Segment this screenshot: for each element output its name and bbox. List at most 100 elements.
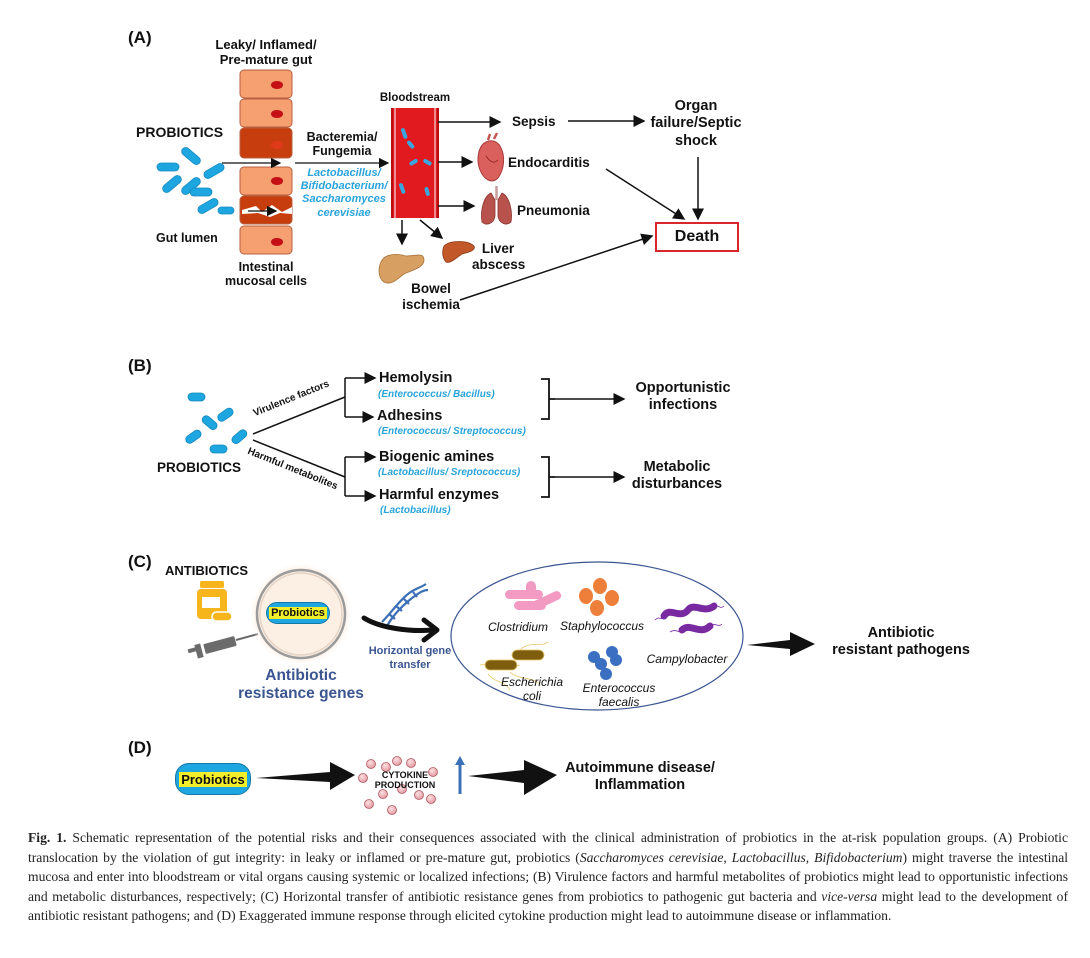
probiotics-pill-d: Probiotics [175, 763, 251, 795]
campylobacter-label: Campylobacter [646, 652, 728, 666]
bowel-ischemia-label: Bowel ischemia [396, 281, 466, 312]
staphylococcus-label: Staphylococcus [559, 619, 645, 633]
bacteremia-line-2: Fungemia [312, 144, 372, 159]
caption-text-3: , [805, 849, 815, 865]
arrow-to-autoimmune [468, 760, 557, 795]
increase-arrow-icon [455, 756, 465, 765]
arrow-to-resistant [747, 632, 815, 656]
hgt-arrowhead [421, 617, 440, 643]
caption-italic-4: vice-versa [821, 888, 878, 904]
species-line-4: cerevisiae [317, 206, 371, 219]
organ-line-2: failure/Septic [650, 115, 742, 132]
liver-abscess-label: Liver abscess [472, 241, 525, 272]
translocating-species: Lactobacillus/ Bifidobacterium/ Saccharo… [296, 167, 392, 220]
death-box: Death [655, 222, 739, 252]
bowel-line-2: ischemia [402, 296, 460, 312]
caption-text-4: ) might traverse the intestinal mucosa a… [28, 849, 1069, 904]
clostridium-icon [505, 581, 562, 610]
hgt-line-1: Horizontal gene [368, 645, 452, 657]
intestinal-cells [239, 69, 293, 255]
resistant-pathogens-label: Antibiotic resistant pathogens [826, 625, 976, 658]
enterococcus-label: Enterococcus faecalis [574, 681, 664, 710]
probiotics-pill-c: Probiotics [266, 602, 330, 624]
caption-text-5: might lead to the development of antibio… [28, 888, 1068, 924]
hemolysin-species: (Enterococcus/ Bacillus) [378, 389, 495, 401]
probiotic-rods-b [185, 392, 248, 454]
metabolic-line-1: Metabolic [643, 459, 711, 475]
probiotics-label-b: PROBIOTICS [157, 460, 242, 475]
mucosal-line-1: Intestinal [238, 260, 294, 274]
caption-italic-3: Bifidobacterium [814, 849, 903, 865]
caption-text-2: , [723, 849, 732, 865]
figure-caption: Fig. 1. Schematic representation of the … [28, 828, 1068, 926]
adhesins-species: (Enterococcus/ Streptococcus) [378, 426, 526, 437]
bowel-line-1: Bowel [411, 281, 451, 296]
cytokine-line-1: CYTOKINE [381, 770, 429, 780]
resistant-line-1: Antibiotic [867, 625, 935, 641]
caption-italic-1: Saccharomyces cerevisiae [579, 849, 724, 865]
arrow-endocarditis-to-death [605, 168, 686, 220]
arg-line-2: resistance genes [238, 685, 364, 703]
pill-bottle-icon [197, 581, 233, 622]
probiotic-rods-a [156, 147, 235, 215]
biogenic-amines-label: Biogenic amines [379, 449, 495, 465]
gut-lumen-label: Gut lumen [156, 231, 218, 245]
metabolic-disturbances-label: Metabolic disturbances [616, 459, 738, 492]
ecoli-line-2: coli [522, 688, 541, 703]
opportunistic-infections-label: Opportunistic infections [624, 380, 742, 413]
caption-text-1: Schematic representation of the potentia… [28, 830, 1068, 865]
clostridium-label: Clostridium [487, 620, 548, 634]
panel-d-label: (D) [128, 738, 152, 757]
ecoli-line-1: Escherichia [500, 675, 564, 689]
cytokine-particles [358, 756, 438, 815]
gut-title-line-1: Leaky/ Inflamed/ [215, 37, 317, 52]
cytokine-line-2: PRODUCTION [374, 780, 436, 791]
dna-icon [381, 583, 429, 629]
cytokine-production-label: CYTOKINE PRODUCTION [368, 770, 442, 791]
adhesins-label: Adhesins [377, 408, 443, 424]
autoimmune-label: Autoimmune disease/ Inflammation [560, 760, 720, 793]
pathogen-ellipse [450, 561, 744, 711]
entero-line-1: Enterococcus [582, 681, 656, 695]
opportunistic-line-1: Opportunistic [635, 380, 731, 396]
mucosal-line-2: mucosal cells [225, 274, 307, 289]
autoimmune-line-2: Inflammation [594, 776, 686, 793]
enzymes-species: (Lactobacillus) [380, 505, 451, 516]
organ-line-3: shock [675, 132, 717, 149]
panel-c-label: (C) [128, 552, 152, 571]
caption-italic-2: Lactobacillus [731, 849, 806, 865]
metabolic-line-2: disturbances [631, 475, 723, 492]
entero-line-2: faecalis [598, 694, 640, 709]
opportunistic-line-2: infections [648, 396, 718, 413]
campylobacter-icon [654, 602, 725, 634]
biogenic-species: (Lactobacillus/ Sreptococcus) [378, 467, 521, 478]
organ-failure-label: Organ failure/Septic shock [636, 98, 756, 150]
arrow-bowel-to-death [459, 233, 654, 301]
bacteremia-label: Bacteremia/ Fungemia [298, 130, 386, 159]
syringe-icon [187, 633, 259, 659]
liver-line-1: Liver [481, 241, 515, 256]
bloodstream-vessel [391, 108, 439, 218]
harmful-enzymes-label: Harmful enzymes [379, 487, 500, 503]
caption-fig-label: Fig. 1. [28, 830, 67, 845]
species-line-1: Lactobacillus/ [307, 167, 381, 179]
bloodstream-label: Bloodstream [379, 92, 451, 104]
hgt-line-2: transfer [389, 658, 431, 671]
organ-line-1: Organ [674, 98, 718, 114]
hemolysin-species-text: (Enterococcus/ Bacillus) [378, 389, 495, 400]
lungs-icon [481, 186, 512, 225]
escherichia-coli-icon [479, 641, 549, 691]
arrow-to-liver [419, 219, 444, 239]
species-line-2: Bifidobacterium/ [300, 180, 388, 193]
gut-title-line-2: Pre-mature gut [219, 51, 313, 67]
probiotics-pill-d-text: Probiotics [179, 771, 247, 787]
resistant-line-2: resistant pathogens [832, 641, 970, 658]
species-line-3: Saccharomyces [302, 193, 386, 206]
gut-title: Leaky/ Inflamed/ Pre-mature gut [200, 37, 332, 68]
hemolysin-label: Hemolysin [379, 370, 453, 386]
arg-line-1: Antibiotic [265, 667, 337, 684]
probiotics-pill-c-text: Probiotics [269, 607, 327, 619]
bracket-infections [541, 378, 555, 420]
panel-b-branches [252, 378, 346, 496]
